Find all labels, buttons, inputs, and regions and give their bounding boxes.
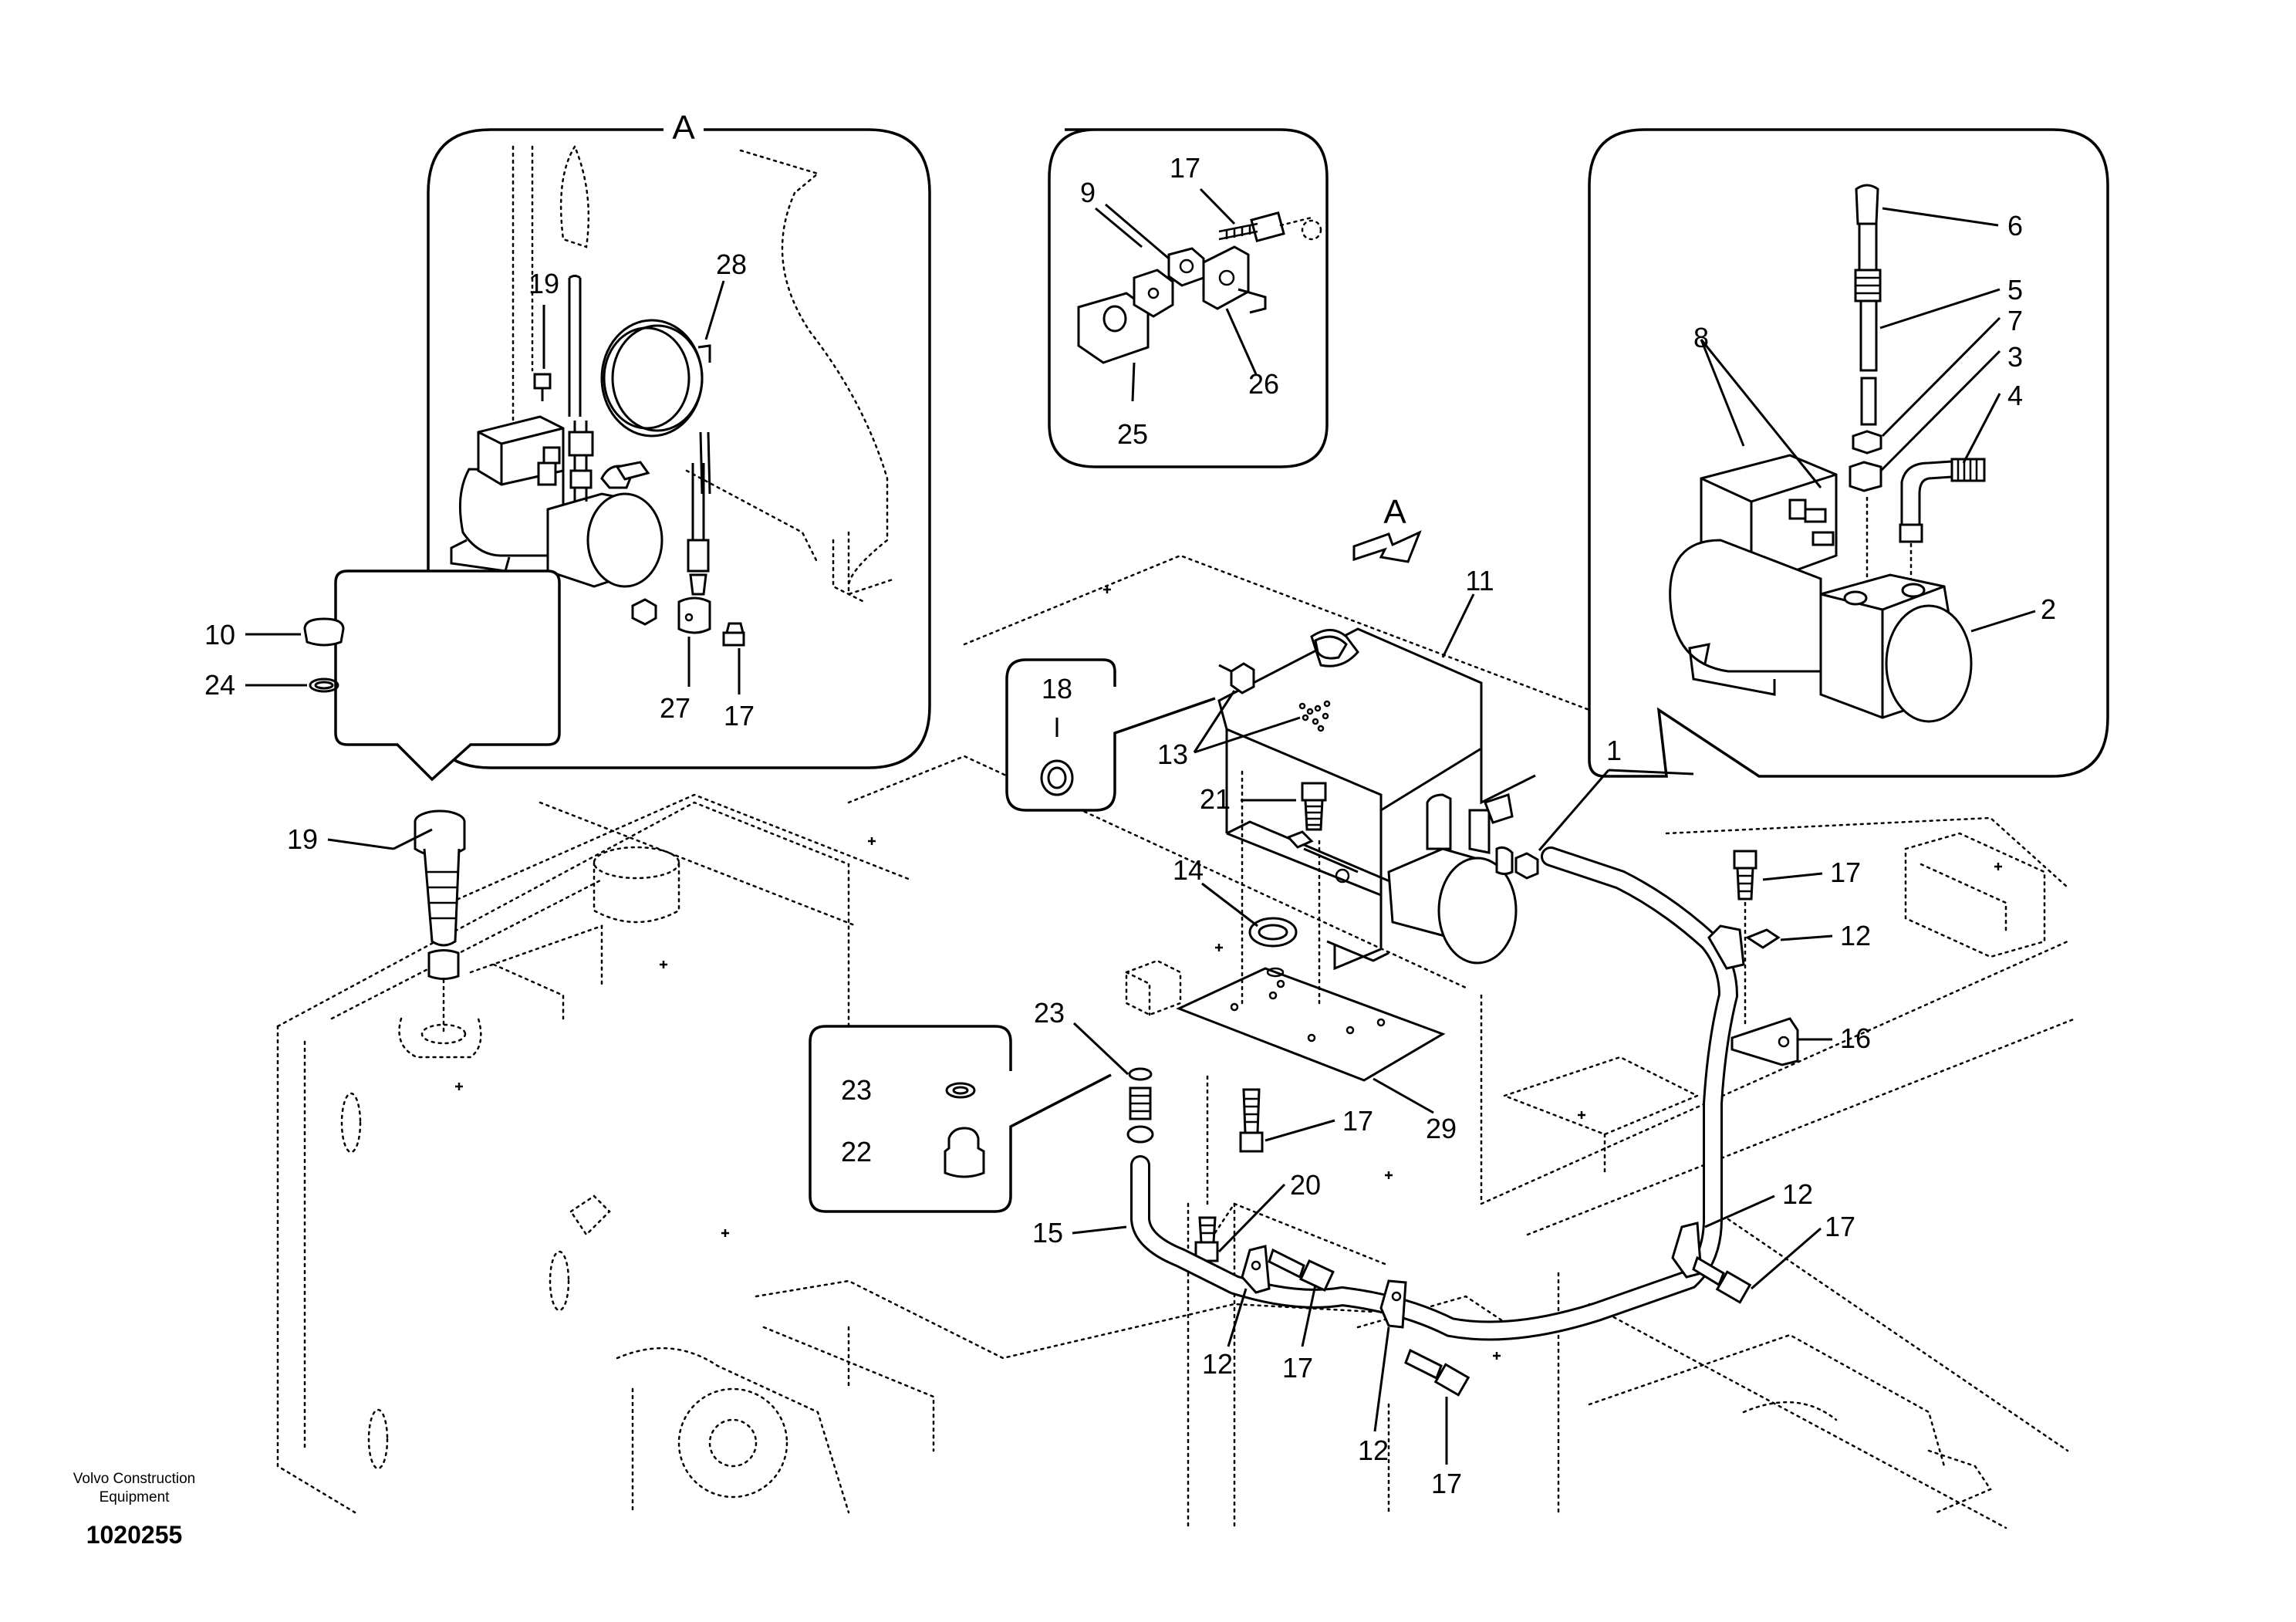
callout-detail-grommet — [1005, 658, 1216, 812]
part-label-28: 28 — [716, 248, 747, 280]
part-label-5: 5 — [2007, 274, 2023, 306]
callout-detail-cap — [303, 569, 561, 782]
maker-line-1: Volvo Construction — [73, 1471, 196, 1487]
part-label-16: 16 — [1840, 1022, 1871, 1054]
part-label-11: 11 — [1465, 565, 1494, 596]
view-marker-label: A — [672, 109, 695, 147]
part-label-17-plate: 17 — [1342, 1105, 1373, 1137]
part-label-4: 4 — [2007, 380, 2023, 411]
part-label-1: 1 — [1606, 735, 1622, 766]
maker-line-2: Equipment — [99, 1489, 170, 1505]
part-label-20: 20 — [1290, 1169, 1321, 1201]
part-label-17-bracket: 17 — [1170, 152, 1200, 184]
machine-frame-outline — [276, 554, 2077, 1529]
part-label-7: 7 — [2007, 305, 2023, 336]
part-labels: 19 28 27 17 9 17 26 25 A 6 5 7 3 4 2 8 1… — [204, 152, 2056, 1499]
footer: Volvo Construction Equipment 1020255 — [65, 1470, 204, 1549]
part-label-13: 13 — [1157, 738, 1188, 770]
main-assembly — [1125, 627, 1539, 1262]
callout-detail-bracket — [1048, 128, 1329, 468]
part-label-17-left: 17 — [1282, 1352, 1313, 1384]
part-label-6: 6 — [2007, 210, 2023, 242]
part-label-23-detail: 23 — [841, 1074, 872, 1106]
part-label-12-right: 12 — [1782, 1178, 1813, 1210]
part-label-29: 29 — [1426, 1113, 1457, 1144]
part-label-2: 2 — [2041, 593, 2056, 625]
part-label-12-left: 12 — [1202, 1348, 1233, 1380]
part-label-25: 25 — [1117, 418, 1148, 450]
part-label-14: 14 — [1173, 854, 1204, 886]
leader-lines — [245, 188, 2036, 1465]
part-label-15: 15 — [1032, 1217, 1063, 1249]
part-label-26: 26 — [1248, 368, 1279, 400]
view-arrow-label: A — [1383, 493, 1406, 531]
part-label-22: 22 — [841, 1136, 872, 1168]
part-label-8: 8 — [1693, 322, 1709, 353]
hose-line — [1126, 846, 1799, 1397]
part-label-9: 9 — [1080, 177, 1096, 208]
part-label-23-main: 23 — [1034, 997, 1065, 1029]
part-label-17-detail: 17 — [724, 700, 755, 732]
part-label-19: 19 — [287, 823, 318, 855]
frame-bolt-marks — [455, 586, 2002, 1360]
part-label-12-mid: 12 — [1358, 1434, 1389, 1466]
part-label-24: 24 — [204, 669, 235, 701]
part-label-21: 21 — [1200, 783, 1231, 815]
part-label-12-upper: 12 — [1840, 920, 1871, 951]
drawing-number: 1020255 — [86, 1521, 183, 1549]
part-label-17-right: 17 — [1825, 1211, 1855, 1242]
part-label-27: 27 — [660, 692, 690, 724]
callout-detail-pump — [1588, 128, 2109, 778]
part-label-17-upper: 17 — [1830, 857, 1861, 888]
callout-detail-fitting — [809, 1025, 1112, 1213]
part-label-18: 18 — [1042, 673, 1072, 705]
part-label-17-mid: 17 — [1431, 1468, 1462, 1499]
part-label-3: 3 — [2007, 341, 2023, 373]
part-label-10: 10 — [204, 619, 235, 650]
part-label-19-detail: 19 — [528, 268, 559, 299]
filler-assembly — [393, 809, 482, 1059]
